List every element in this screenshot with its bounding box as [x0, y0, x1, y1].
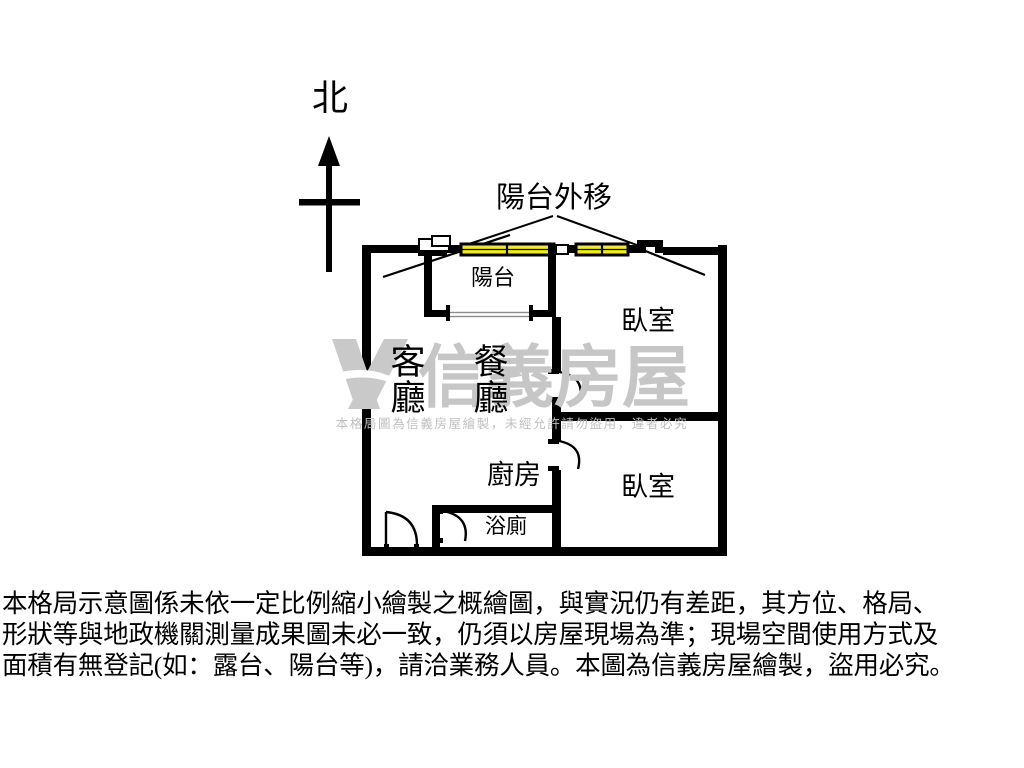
north-arrow-icon: [299, 136, 360, 272]
door-bedroom-1: [548, 369, 582, 402]
room-label-bathroom: 浴廁: [485, 514, 527, 538]
room-label-dining-room: 餐 廳: [473, 343, 509, 418]
balcony-extension-windows: [459, 242, 630, 257]
disclaimer-text: 本格局示意圖係未依一定比例縮小繪製之概繪圖，與實況仍有差距，其方位、格局、 形狀…: [2, 588, 1022, 681]
disclaimer-line-1: 本格局示意圖係未依一定比例縮小繪製之概繪圖，與實況仍有差距，其方位、格局、: [2, 589, 939, 618]
interior-walls: [424, 245, 719, 552]
compass-north-label: 北: [311, 78, 348, 118]
doors: [384, 369, 582, 556]
door-bedroom-2: [548, 439, 581, 471]
door-bathroom: [432, 509, 467, 543]
room-label-kitchen: 廚房: [487, 460, 541, 490]
disclaimer-line-3: 面積有無登記(如：露台、陽台等)，請洽業務人員。本圖為信義房屋繪製，盜用必究。: [2, 651, 955, 680]
disclaimer-line-2: 形狀等與地政機關測量成果圖未必一致，仍須以房屋現場為準；現場空間使用方式及: [2, 620, 939, 649]
room-label-balcony: 陽台: [470, 265, 515, 290]
room-label-bedroom-2: 臥室: [621, 472, 675, 502]
balcony-extension-annotation: 陽台外移: [495, 182, 612, 214]
room-label-living-room: 客 廳: [390, 343, 426, 418]
door-main-entrance: [384, 510, 419, 556]
balcony-wall-notch: [418, 235, 451, 252]
room-label-bedroom-1: 臥室: [621, 306, 675, 336]
